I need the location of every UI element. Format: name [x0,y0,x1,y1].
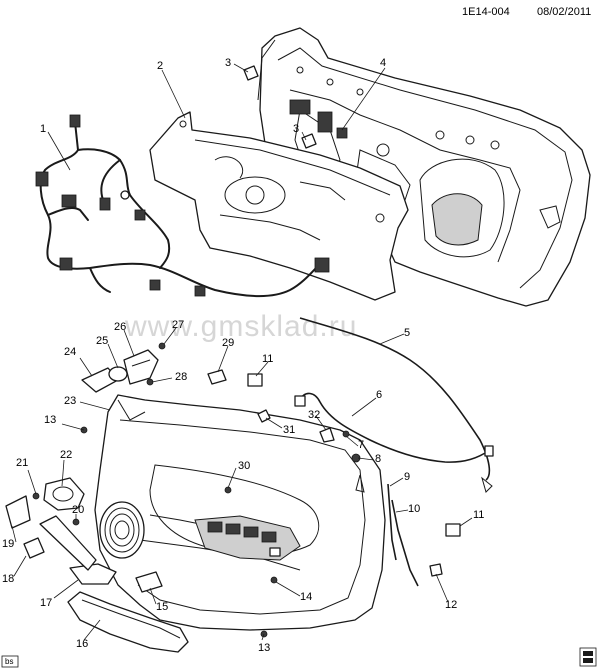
part-6-cable [294,392,494,463]
logo-icon [579,647,597,667]
callout-26: 26 [114,321,126,333]
diagram-date: 08/02/2011 [537,6,591,18]
part-22-handle [43,477,85,511]
callout-19: 19 [2,538,14,550]
callout-32: 32 [308,409,320,421]
part-11-lower-pad [445,523,461,537]
callout-18: 18 [2,573,14,585]
callout-4: 4 [380,57,386,69]
callout-21: 21 [16,457,28,469]
part-4-clip [336,127,348,139]
callout-11: 11 [473,509,484,521]
callout-labels: 1 2 3 3 4 5 6 7 8 9 10 11 11 12 13 13 14… [2,57,484,654]
callout-11: 11 [262,353,273,365]
callout-8: 8 [375,453,381,465]
callout-22: 22 [60,449,72,461]
speaker-grille [99,501,145,559]
callout-6: 6 [376,389,382,401]
part-2-water-deflector [149,111,409,301]
part-27-screw [158,342,166,350]
callout-30: 30 [238,460,250,472]
callout-28: 28 [175,371,187,383]
callout-1: 1 [40,123,46,135]
callout-31: 31 [283,424,295,436]
part-10-rod [391,499,419,587]
callout-14: 14 [300,591,312,603]
callout-10: 10 [408,503,420,515]
leader-lines [11,63,473,641]
callout-5: 5 [404,327,410,339]
callout-2: 2 [157,60,163,72]
part-3-clip-lower [301,133,317,149]
part-17-pull-cup [69,563,117,585]
part-25-handle-bezel [108,366,128,382]
part-3-clip-upper [243,65,259,81]
part-32-clip [319,427,335,443]
callout-15: 15 [156,601,168,613]
door-trim-panel [94,394,386,631]
callout-9: 9 [404,471,410,483]
part-19-cover [5,495,31,529]
callout-7: 7 [358,439,364,451]
part-15-reflector [135,571,163,593]
callout-12: 12 [445,599,457,611]
part-9-rod [387,483,397,561]
part-14-clip [270,576,278,584]
part-grab-strip [39,515,97,571]
part-16-armrest [67,591,189,653]
callout-27: 27 [172,319,184,331]
part-1-wiring-harness [35,114,330,298]
part-11-upper-pad [247,373,263,387]
diagram-code: 1E14-004 [462,6,510,18]
callout-13: 13 [258,642,270,654]
part-18-bezel [23,537,45,559]
callout-24: 24 [64,346,76,358]
watermark: www.gmsklad.ru [124,310,357,343]
callout-3: 3 [225,57,231,69]
callout-16: 16 [76,638,88,650]
callout-13: 13 [44,414,56,426]
corner-badge-text: bs [5,657,13,666]
callout-23: 23 [64,395,76,407]
callout-29: 29 [222,337,234,349]
part-29-bracket [207,369,227,385]
part-5-cable [299,317,493,493]
callout-3: 3 [293,123,299,135]
door-inner-frame [257,27,591,307]
callout-17: 17 [40,597,52,609]
callout-25: 25 [96,335,108,347]
callout-20: 20 [72,504,84,516]
part-12-clip [429,563,443,577]
corner-badge: bs [1,655,19,668]
part-7-clip [342,430,350,438]
part-26-bracket [123,349,159,385]
